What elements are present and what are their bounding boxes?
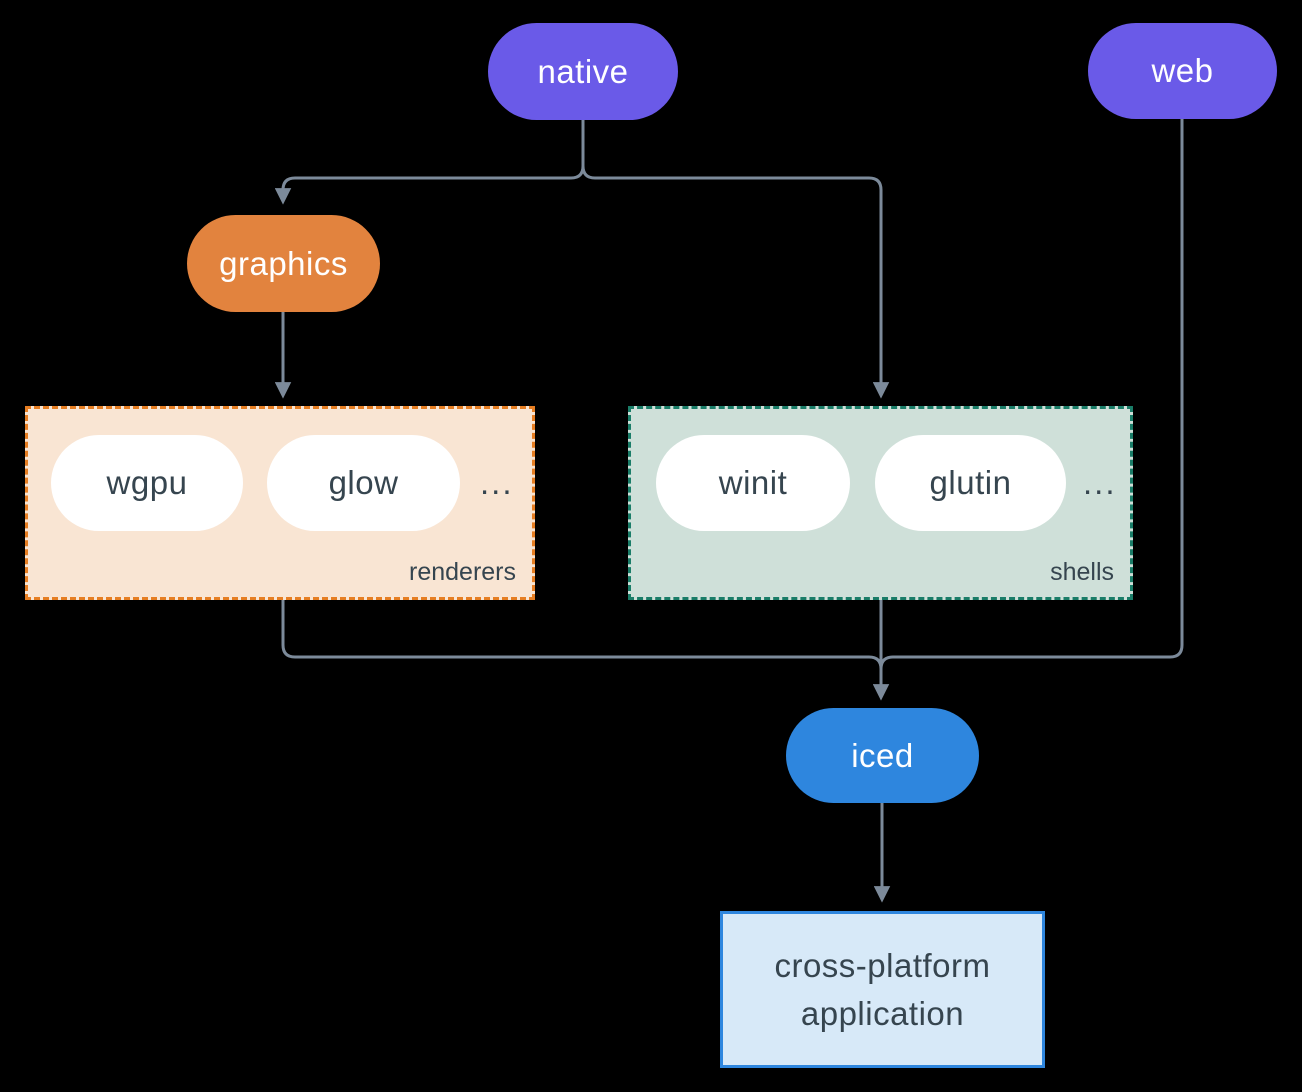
node-graphics: graphics: [187, 215, 380, 312]
node-web: web: [1088, 23, 1277, 119]
node-iced-label: iced: [851, 736, 914, 774]
edge-native-graphics: [274, 120, 585, 205]
node-glow: glow: [267, 435, 460, 531]
node-native: native: [488, 23, 678, 120]
shells-more-ellipsis: ...: [1083, 464, 1117, 501]
edge-native-shells: [581, 120, 890, 399]
node-iced: iced: [786, 708, 979, 803]
node-application: cross-platform application: [720, 911, 1045, 1068]
node-wgpu-label: wgpu: [106, 464, 188, 501]
node-winit: winit: [656, 435, 850, 531]
shells-group-label: shells: [1050, 558, 1114, 586]
edge-renderers-iced: [281, 600, 883, 670]
node-glutin: glutin: [875, 435, 1066, 531]
node-glutin-label: glutin: [929, 464, 1012, 501]
node-graphics-label: graphics: [219, 244, 348, 282]
group-renderers: wgpu glow ... renderers: [25, 406, 535, 600]
renderers-more-ellipsis: ...: [480, 464, 514, 501]
renderers-group-label: renderers: [409, 558, 516, 586]
node-native-label: native: [537, 52, 629, 90]
node-winit-label: winit: [718, 464, 788, 501]
group-shells: winit glutin ... shells: [628, 406, 1133, 600]
node-application-label-line1: cross-platform: [774, 947, 991, 985]
node-wgpu: wgpu: [51, 435, 243, 531]
node-application-label-line2: application: [800, 994, 965, 1032]
node-glow-label: glow: [328, 464, 399, 501]
node-web-label: web: [1151, 52, 1214, 89]
